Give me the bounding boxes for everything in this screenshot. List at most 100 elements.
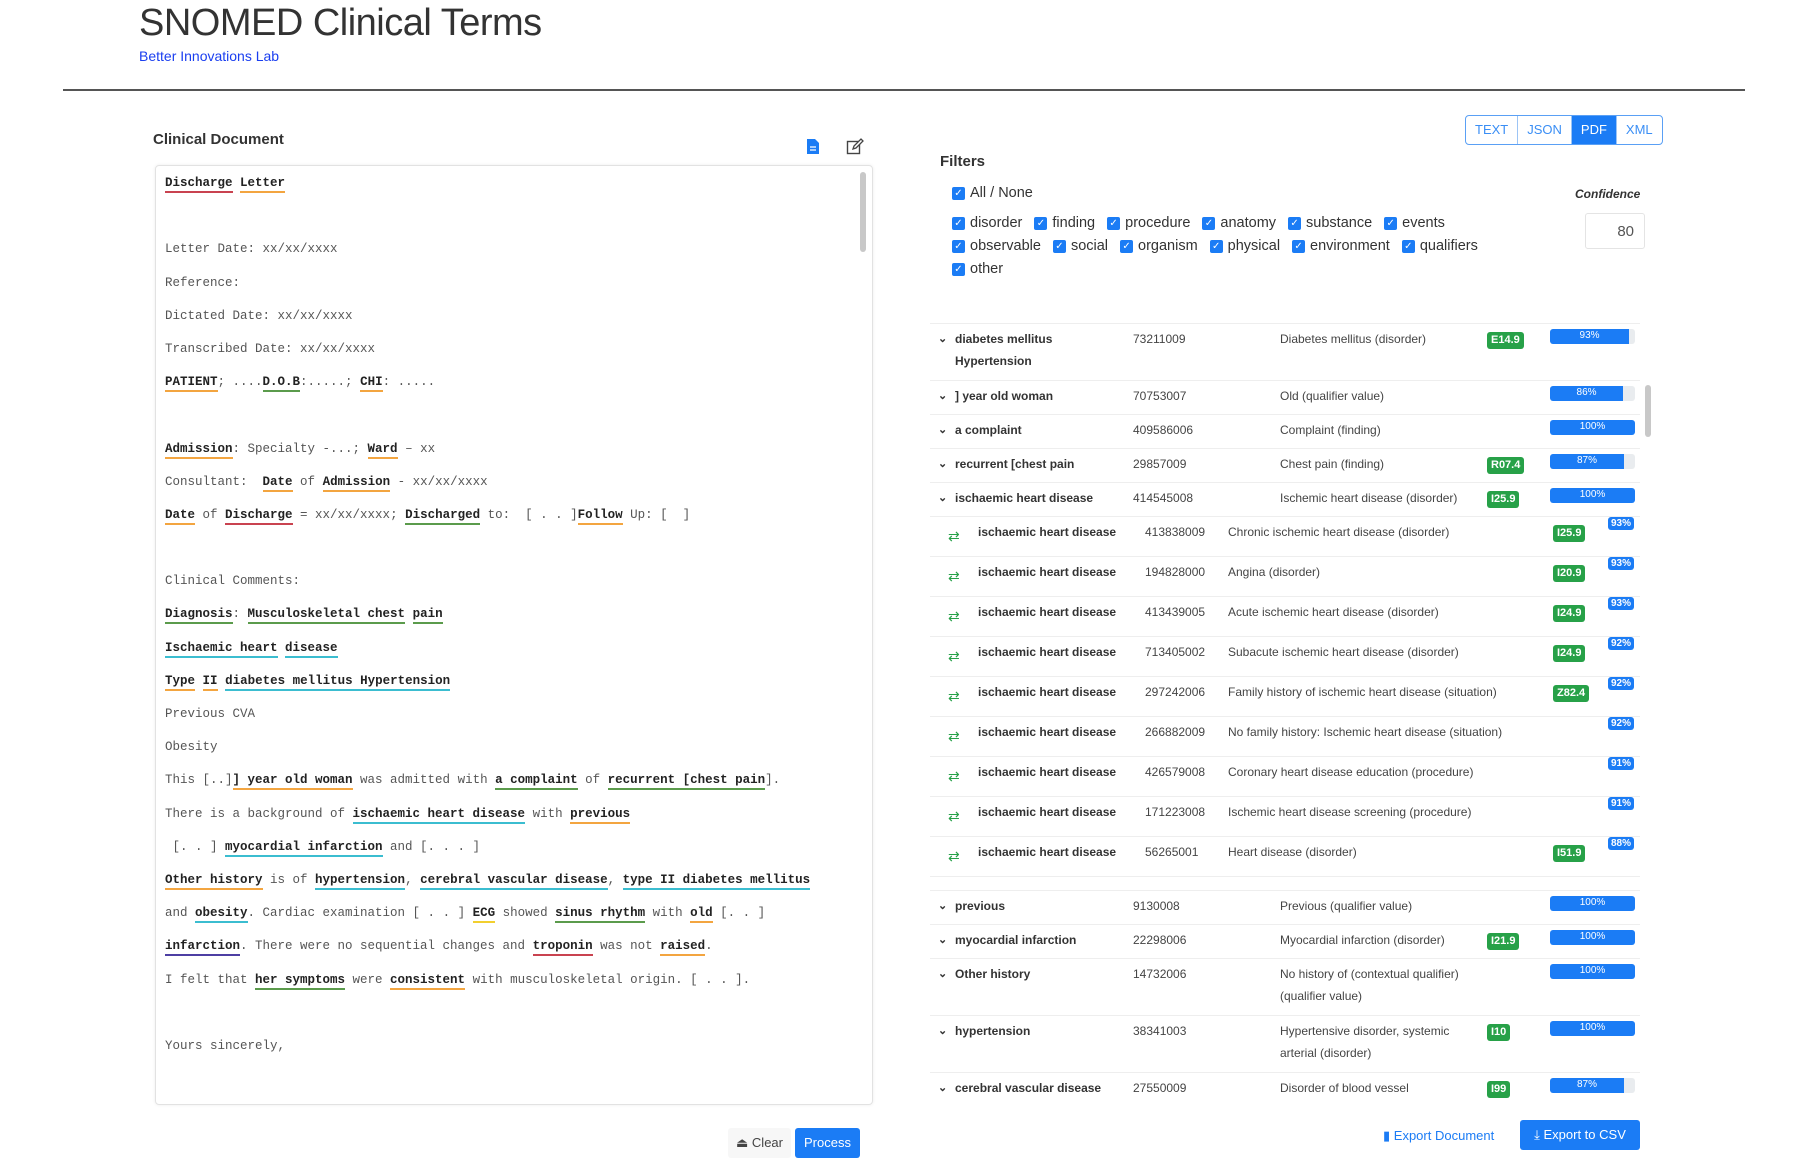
annotated-term[interactable]: CHI: [360, 375, 383, 393]
swap-arrows-icon[interactable]: ⇄: [948, 808, 960, 824]
checkbox-checked-icon[interactable]: ✓: [1384, 216, 1398, 230]
filter-events[interactable]: ✓events: [1384, 215, 1445, 231]
annotated-term[interactable]: recurrent [chest pain: [607, 773, 766, 791]
org-link[interactable]: Better Innovations Lab: [139, 48, 280, 64]
filter-social[interactable]: ✓social: [1052, 238, 1108, 254]
filter-physical[interactable]: ✓physical: [1209, 238, 1280, 254]
checkbox-checked-icon[interactable]: ✓: [952, 262, 965, 276]
annotated-term[interactable]: a complaint: [495, 773, 578, 791]
annotated-term[interactable]: Musculoskeletal chest: [247, 607, 406, 625]
results-scrollbar[interactable]: [1645, 385, 1651, 437]
checkbox-checked-icon[interactable]: ✓: [1034, 216, 1048, 230]
annotated-term[interactable]: troponin: [532, 939, 593, 957]
annotated-term[interactable]: Admission: [165, 441, 233, 459]
filter-environment[interactable]: ✓environment: [1292, 238, 1390, 254]
swap-arrows-icon[interactable]: ⇄: [948, 848, 960, 864]
checkbox-checked-icon[interactable]: ✓: [952, 239, 965, 253]
filter-finding[interactable]: ✓finding: [1034, 215, 1095, 231]
chevron-down-icon[interactable]: ⌄: [938, 968, 948, 980]
filter-observable[interactable]: ✓observable: [952, 238, 1041, 254]
annotated-term[interactable]: sinus rhythm: [555, 906, 646, 924]
checkbox-checked-icon[interactable]: ✓: [1288, 216, 1302, 230]
annotated-term[interactable]: Discharge: [225, 507, 293, 525]
checkbox-checked-icon[interactable]: ✓: [1107, 216, 1121, 230]
clear-button[interactable]: ⏏ Clear: [728, 1128, 791, 1158]
checkbox-checked-icon[interactable]: ✓: [1120, 239, 1134, 253]
annotated-term[interactable]: Type: [165, 673, 196, 691]
annotated-term[interactable]: Diagnosis: [165, 607, 233, 625]
annotated-term[interactable]: consistent: [390, 972, 466, 990]
filter-all-none[interactable]: ✓All / None: [952, 185, 1033, 201]
annotated-term[interactable]: ] year old woman: [232, 773, 353, 791]
annotated-term[interactable]: raised: [660, 939, 706, 957]
confidence-input[interactable]: 80: [1585, 213, 1645, 249]
chevron-down-icon[interactable]: ⌄: [938, 458, 948, 470]
format-button-json[interactable]: JSON: [1518, 116, 1572, 144]
chevron-down-icon[interactable]: ⌄: [938, 900, 948, 912]
filter-procedure[interactable]: ✓procedure: [1107, 215, 1190, 231]
annotated-term[interactable]: PATIENT: [165, 375, 218, 393]
annotated-term[interactable]: old: [690, 906, 713, 924]
annotated-term[interactable]: her symptoms: [255, 972, 346, 990]
format-button-xml[interactable]: XML: [1625, 122, 1653, 137]
process-button[interactable]: Process: [795, 1128, 860, 1158]
chevron-down-icon[interactable]: ⌄: [938, 492, 948, 504]
filter-other[interactable]: ✓other: [952, 261, 1003, 277]
file-icon[interactable]: [806, 138, 824, 156]
checkbox-checked-icon[interactable]: ✓: [1401, 239, 1415, 253]
format-button-text[interactable]: TEXT: [1466, 116, 1519, 144]
annotated-term[interactable]: Discharged: [405, 507, 481, 525]
format-button-pdf[interactable]: PDF: [1571, 116, 1617, 144]
swap-arrows-icon[interactable]: ⇄: [948, 688, 960, 704]
annotated-term[interactable]: diabetes mellitus Hypertension: [225, 673, 451, 691]
swap-arrows-icon[interactable]: ⇄: [948, 648, 960, 664]
chevron-down-icon[interactable]: ⌄: [938, 1025, 948, 1037]
annotated-term[interactable]: D.O.B: [262, 375, 301, 393]
annotated-term[interactable]: obesity: [195, 906, 248, 924]
swap-arrows-icon[interactable]: ⇄: [948, 768, 960, 784]
filter-qualifiers[interactable]: ✓qualifiers: [1401, 238, 1478, 254]
annotated-term[interactable]: Ischaemic heart: [165, 640, 278, 658]
checkbox-checked-icon[interactable]: ✓: [1052, 239, 1066, 253]
annotated-term[interactable]: previous: [570, 806, 631, 824]
checkbox-checked-icon[interactable]: ✓: [952, 216, 965, 230]
annotated-term[interactable]: II: [202, 673, 218, 691]
annotated-term[interactable]: Other history: [165, 872, 263, 890]
annotated-term[interactable]: ECG: [472, 906, 496, 924]
annotated-term[interactable]: cerebral vascular disease: [420, 872, 608, 890]
annotated-term[interactable]: pain: [412, 607, 443, 625]
chevron-down-icon[interactable]: ⌄: [938, 1082, 948, 1094]
swap-arrows-icon[interactable]: ⇄: [948, 568, 960, 584]
annotated-term[interactable]: ischaemic heart disease: [352, 806, 526, 824]
annotated-term[interactable]: Date: [262, 474, 293, 492]
edit-icon[interactable]: [846, 138, 864, 156]
annotated-term[interactable]: Ward: [367, 441, 398, 459]
checkbox-checked-icon[interactable]: ✓: [1292, 239, 1306, 253]
filter-anatomy[interactable]: ✓anatomy: [1202, 215, 1276, 231]
annotated-term[interactable]: myocardial infarction: [225, 839, 383, 857]
export-csv-button[interactable]: ⤓ Export to CSV: [1520, 1120, 1640, 1150]
annotated-term[interactable]: disease: [285, 640, 338, 658]
annotated-term[interactable]: infarction: [165, 939, 241, 957]
annotated-term[interactable]: Admission: [322, 474, 391, 492]
checkbox-checked-icon[interactable]: ✓: [1209, 239, 1223, 253]
checkbox-checked-icon[interactable]: ✓: [952, 186, 965, 200]
filter-substance[interactable]: ✓substance: [1288, 215, 1372, 231]
chevron-down-icon[interactable]: ⌄: [938, 333, 948, 345]
